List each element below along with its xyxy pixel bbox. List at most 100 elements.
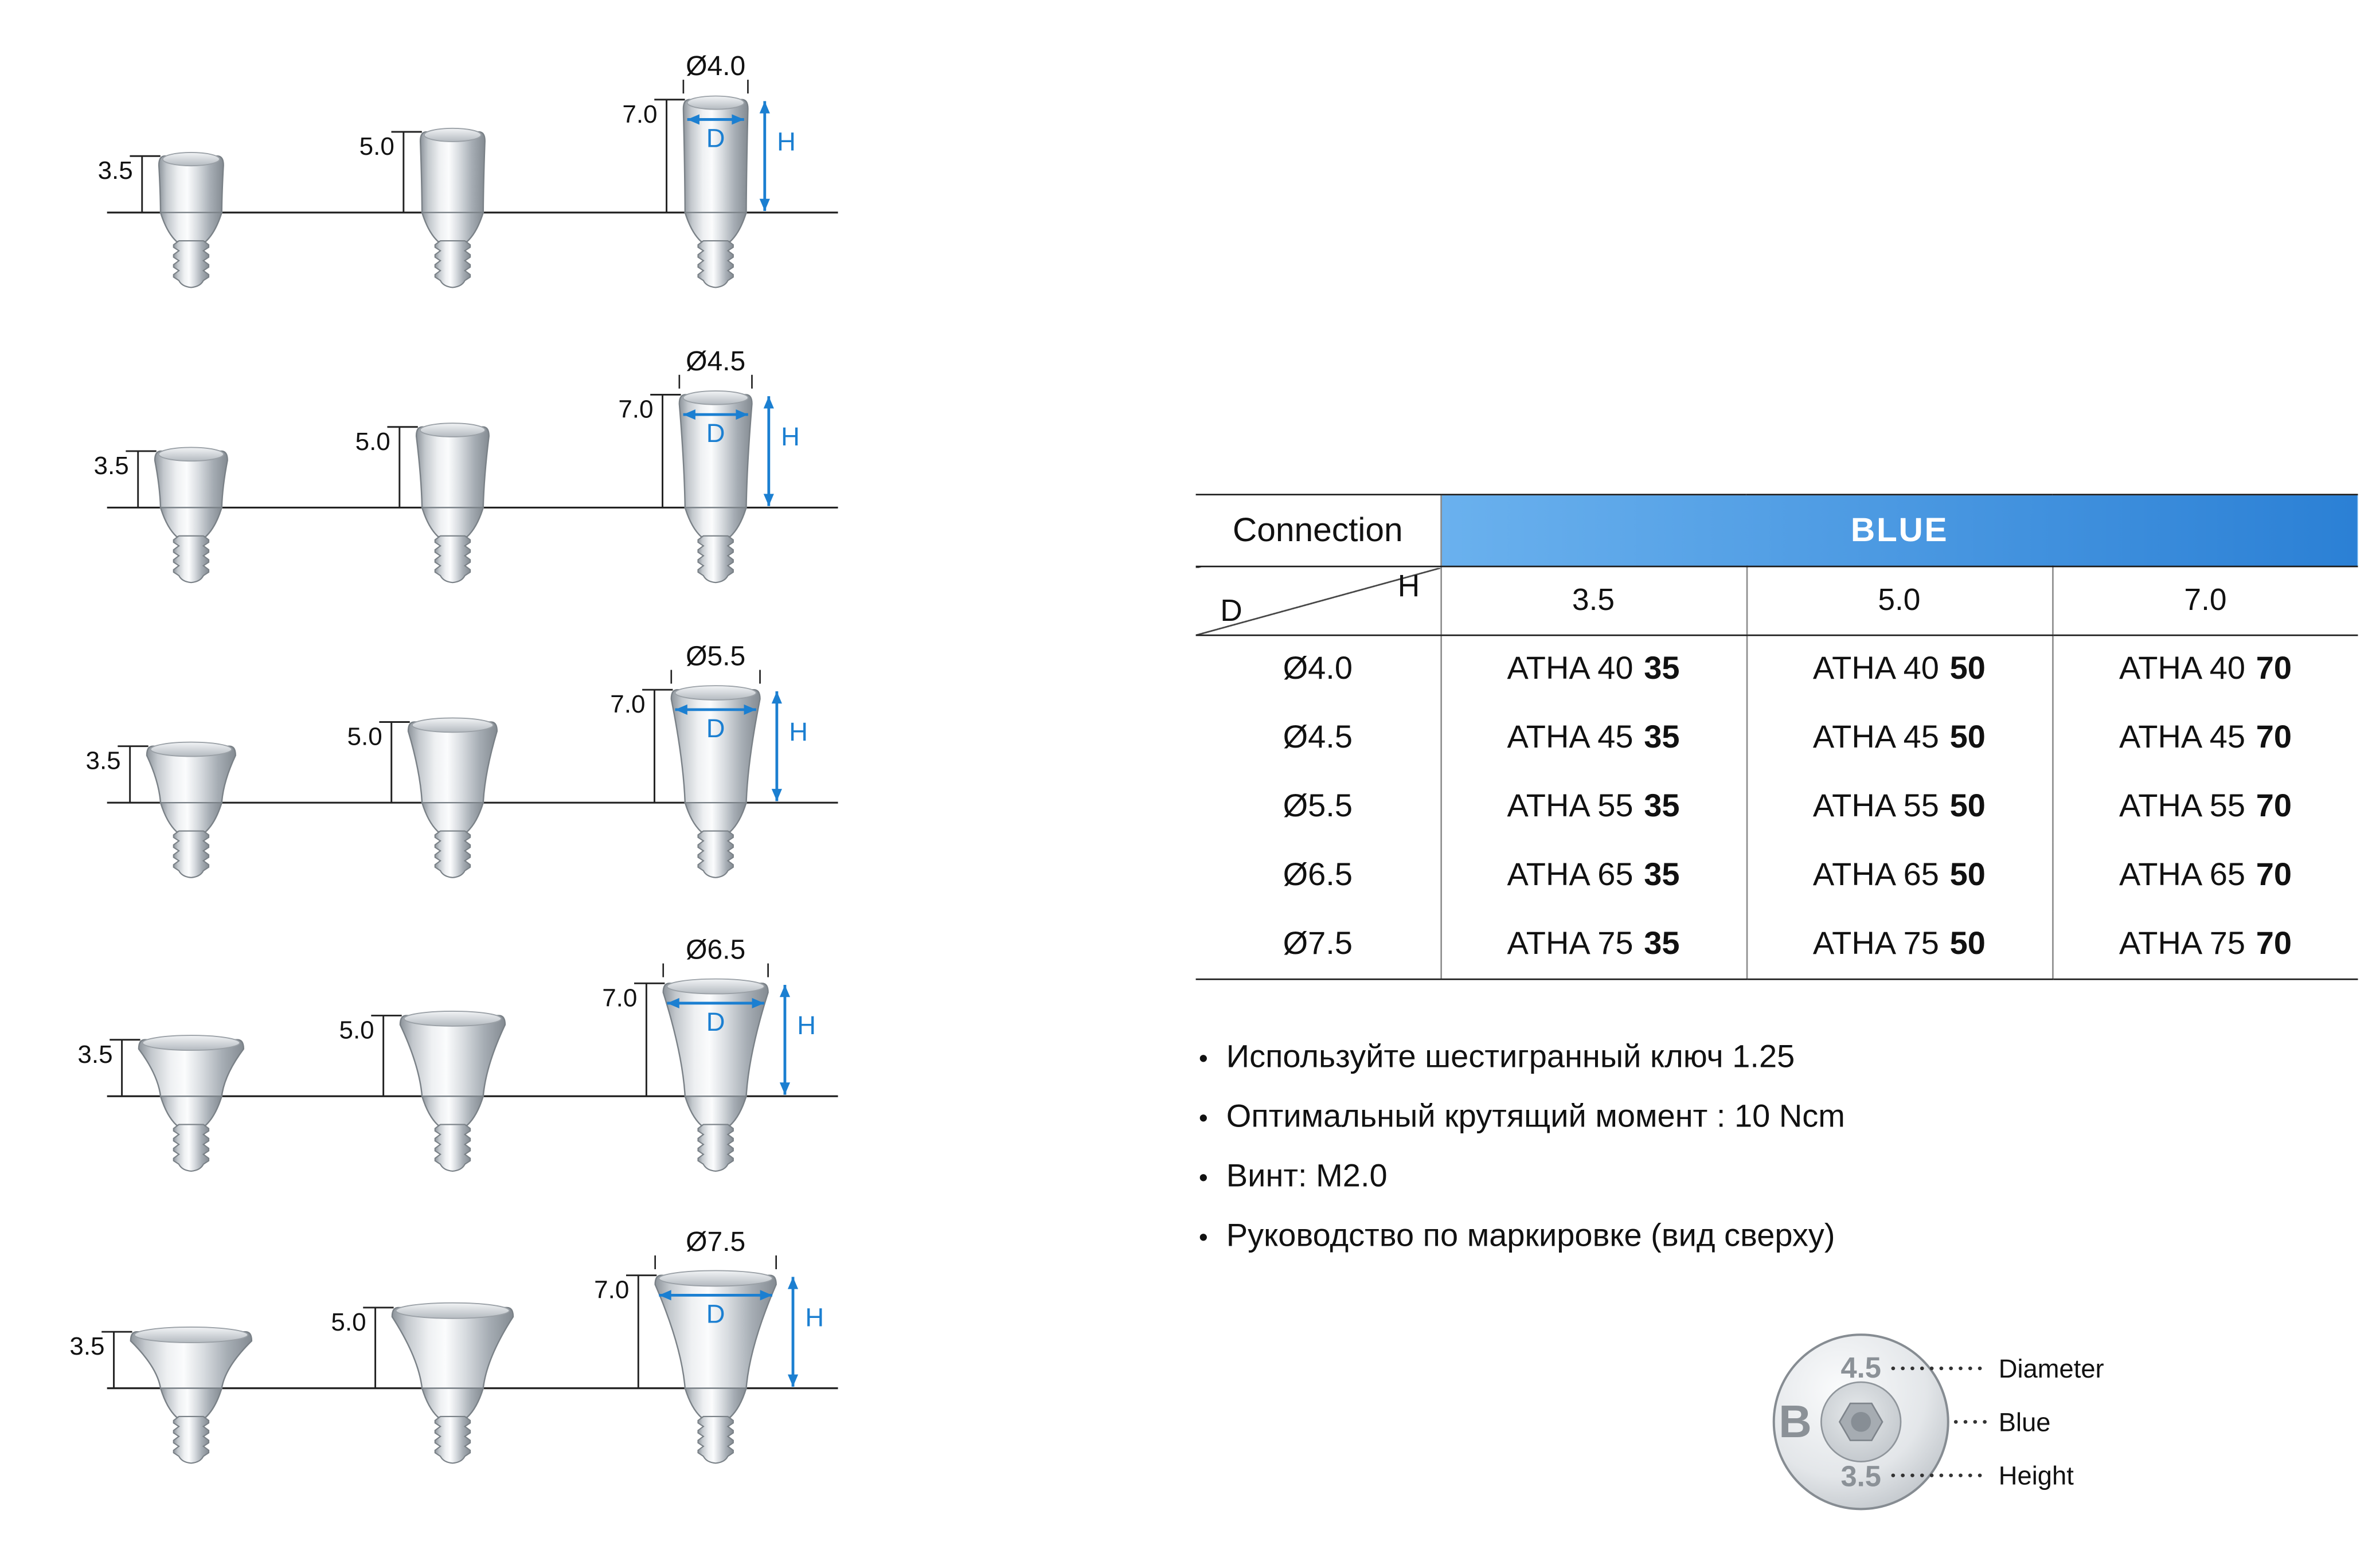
abutment-cap [415,426,490,508]
abutment-top-face [666,978,765,995]
d-dim-label: D [706,123,725,152]
screw-thread [434,830,471,878]
height-dim-label: 5.0 [347,722,382,750]
abutment-top-face [142,1035,241,1051]
abutment-top-face [134,1327,249,1343]
abutment-figure: 3.5 [85,741,236,878]
height-dim-label: 7.0 [618,395,653,423]
note-item: • Винт: M2.0 [1199,1159,1845,1196]
height-dim-label: 7.0 [622,100,657,128]
abutment-cap [654,1274,777,1389]
abutment-top-face [674,685,757,701]
part-number-prefix: ATHA 65 [1812,858,1939,893]
screw-thread [173,535,210,584]
diameter-label: Ø4.5 [686,346,745,377]
abutment-top-face [150,741,233,757]
abutment-base [684,801,748,833]
abutment-cap [146,745,236,804]
abutment-cap [419,131,486,213]
abutment-cap [391,1306,514,1389]
height-dim-label: 7.0 [602,984,637,1012]
screw-thread [434,535,471,584]
abutment-top-face [423,127,482,142]
abutment-figure: 3.5 [98,152,224,288]
height-column-header: 5.0 [1745,566,2053,636]
abutment-base [421,212,484,242]
h-dim-arrow [759,101,770,212]
part-number-height-code: 70 [2256,789,2292,824]
h-dim-label: H [781,422,800,451]
d-dim-arrow [667,997,764,1009]
note-item: • Используйте шестигранный ключ 1.25 [1199,1040,1845,1077]
abutment-figure: 3.5 [94,447,228,584]
h-dim-label: H [805,1302,824,1332]
part-number-height-code: 35 [1644,651,1680,687]
screw-center [1851,1411,1871,1432]
d-dim-label: D [706,1299,725,1328]
abutment-figure: 5.0 [347,717,498,878]
table-connection-header: Connection [1195,494,1441,568]
height-dim-label: 7.0 [594,1276,629,1304]
part-number-prefix: ATHA 55 [1507,789,1633,824]
arrowhead-icon [763,494,774,506]
arrowhead-icon [760,1290,773,1301]
part-number-prefix: ATHA 45 [1812,720,1939,756]
part-number-cell: ATHA 45 50 [1745,704,2053,773]
part-number-prefix: ATHA 75 [1507,926,1633,961]
screw-thread [434,1124,471,1172]
arrowhead-icon [659,1290,671,1301]
part-number-prefix: ATHA 75 [2119,926,2246,961]
arrowhead-icon [732,114,744,125]
part-number-height-code: 70 [2256,926,2292,961]
legend-diameter-marking: 4.5 [1841,1351,1881,1384]
diameter-label: Ø5.5 [686,641,745,672]
marking-legend: 4.5 B 3.5 Diameter Blue Height [1715,1292,2373,1560]
abutment-base [159,212,223,242]
bullet-icon: • [1198,1104,1208,1133]
abutment-base [159,507,223,538]
abutment-base [421,1387,484,1418]
abutment-figure: 3.5 [77,1035,245,1172]
screw-thread [173,1415,210,1464]
part-number-prefix: ATHA 40 [1812,651,1939,687]
arrowhead-icon [779,984,791,997]
abutment-figure: 5.0 [355,422,490,584]
abutment-base [159,1387,223,1418]
d-dim-arrow [659,1290,773,1301]
d-dim-label: D [706,418,725,448]
legend-blue-marking: B [1779,1396,1812,1447]
abutment-figure: 7.0 Ø4.5D H [618,346,800,584]
part-number-height-code: 70 [2256,720,2292,756]
abutment-top-face [658,1270,773,1287]
abutment-top-face [419,422,486,437]
arrowhead-icon [771,789,782,801]
row-diameter-header: Ø5.5 [1283,789,1353,824]
corner-h-label: H [1397,570,1420,604]
part-number-prefix: ATHA 45 [2119,720,2246,756]
screw-thread [697,535,734,584]
part-number-height-code: 50 [1949,720,1986,756]
part-number-height-code: 70 [2256,858,2292,893]
abutment-top-face [682,390,749,405]
table-subheader-row: D H 3.5 5.0 7.0 [1195,566,2358,636]
abutment-base [421,507,484,538]
diameter-label: Ø6.5 [686,935,745,965]
legend-label-diameter: Diameter [1999,1354,2104,1383]
note-text: Винт: M2.0 [1226,1159,1388,1194]
abutment-top-face [411,717,494,733]
arrowhead-icon [759,198,770,212]
d-dim-arrow [687,114,744,125]
bullet-icon: • [1198,1163,1208,1193]
product-table-wrap: Connection BLUE D H 3.5 5.0 7.0 Ø4.0 ATH… [1195,494,2358,980]
part-number-prefix: ATHA 45 [1507,720,1633,756]
